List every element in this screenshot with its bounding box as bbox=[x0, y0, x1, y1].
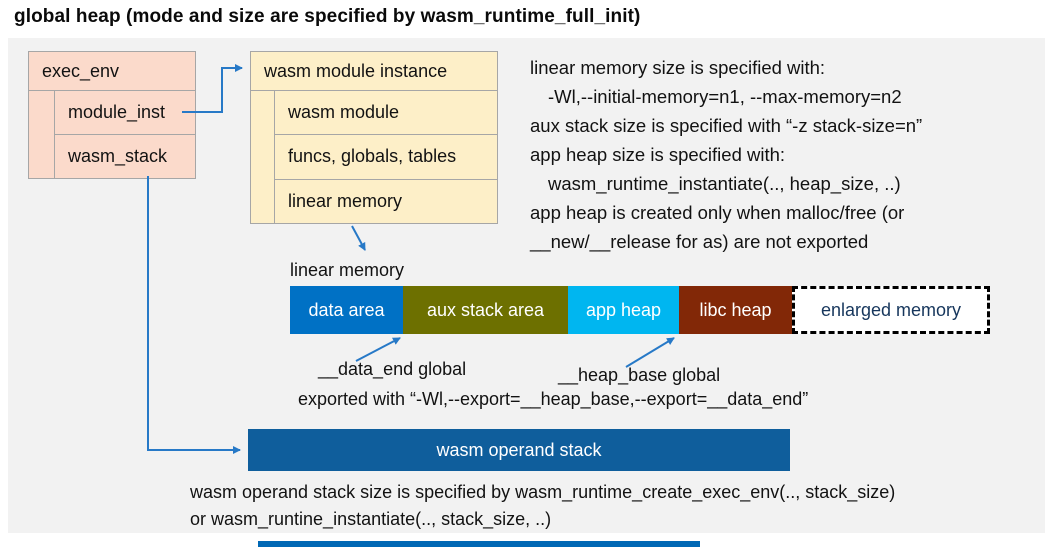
exec-env-row-module-inst: module_inst bbox=[54, 91, 195, 135]
module-instance-row-linear-memory: linear memory bbox=[274, 179, 497, 223]
note-line: app heap size is specified with: bbox=[530, 144, 786, 165]
exec-env-box: exec_env module_inst wasm_stack bbox=[28, 51, 196, 179]
linear-memory-bar: data area aux stack area app heap libc h… bbox=[290, 286, 792, 334]
segment-libc-heap: libc heap bbox=[679, 286, 792, 334]
linear-memory-label: linear memory bbox=[290, 260, 405, 280]
export-flags-label: exported with “-Wl,--export=__heap_base,… bbox=[298, 389, 809, 409]
operand-stack-notes: wasm operand stack size is specified by … bbox=[190, 479, 895, 533]
segment-aux-stack-area: aux stack area bbox=[403, 286, 568, 334]
data-end-global-label: __data_end global bbox=[318, 359, 467, 379]
module-instance-box: wasm module instance wasm module funcs, … bbox=[250, 51, 498, 224]
note-line: -Wl,--initial-memory=n1, --max-memory=n2 bbox=[548, 86, 902, 107]
note-line: __new/__release for as) are not exported bbox=[530, 231, 869, 252]
diagram-title: global heap (mode and size are specified… bbox=[14, 6, 641, 27]
footer-accent-bar bbox=[258, 541, 700, 547]
exec-env-row-wasm-stack: wasm_stack bbox=[54, 135, 195, 178]
segment-app-heap: app heap bbox=[568, 286, 679, 334]
note-line: linear memory size is specified with: bbox=[530, 57, 826, 78]
note-line: or wasm_runtine_instantiate(.., stack_si… bbox=[190, 509, 552, 529]
heap-base-global-label: __heap_base global bbox=[558, 365, 721, 385]
note-line: wasm_runtime_instantiate(.., heap_size, … bbox=[548, 173, 901, 194]
note-line: aux stack size is specified with “-z sta… bbox=[530, 115, 923, 136]
wasm-operand-stack-bar: wasm operand stack bbox=[248, 429, 790, 471]
exec-env-header: exec_env bbox=[29, 52, 195, 91]
module-instance-header: wasm module instance bbox=[251, 52, 497, 91]
segment-enlarged-memory: enlarged memory bbox=[792, 286, 990, 334]
note-line: wasm operand stack size is specified by … bbox=[190, 482, 896, 502]
memory-size-notes: linear memory size is specified with: -W… bbox=[530, 53, 922, 256]
module-instance-row-funcs-globals-tables: funcs, globals, tables bbox=[274, 135, 497, 180]
module-instance-row-wasm-module: wasm module bbox=[274, 91, 497, 136]
note-line: app heap is created only when malloc/fre… bbox=[530, 202, 905, 223]
segment-data-area: data area bbox=[290, 286, 403, 334]
